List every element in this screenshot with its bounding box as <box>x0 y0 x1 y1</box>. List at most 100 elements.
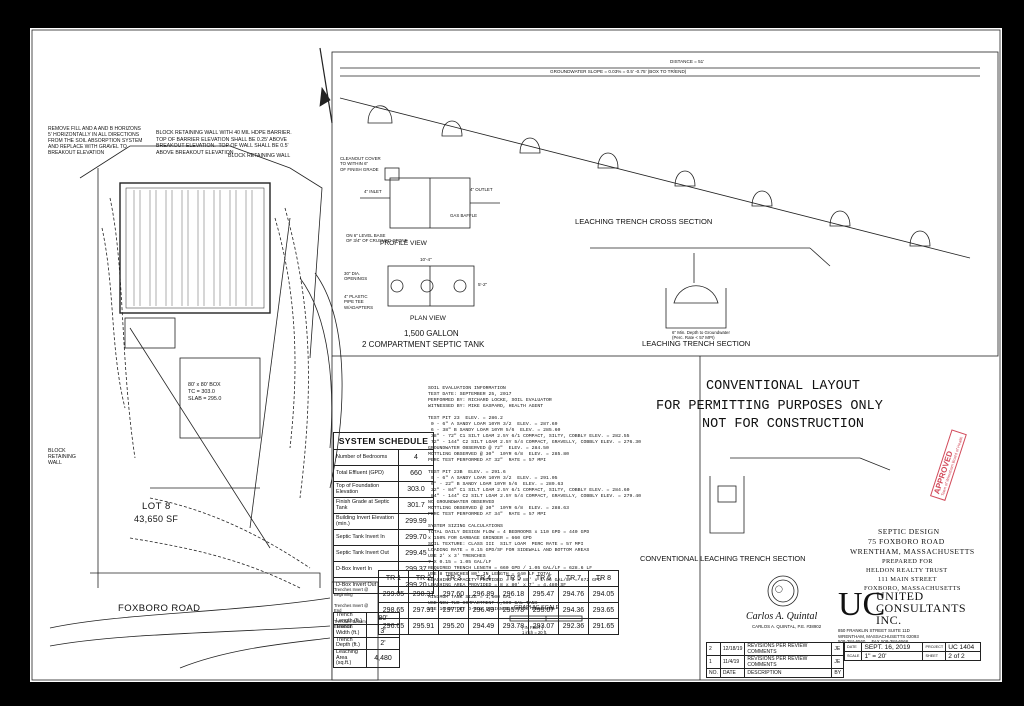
company-name-1: UNITED <box>876 589 924 603</box>
plastic-tee-label: 4" PLASTIC PIPE TEE W/ADAPTERS <box>344 294 374 310</box>
trench-cell: 299.05 <box>378 586 409 603</box>
graphic-scale-label: GRAPHIC SCALE <box>514 605 560 611</box>
septic-design-line-5: HELDON REALTY TRUST <box>866 567 948 574</box>
septic-design-line-3: WRENTHAM, MASSACHUSETTS <box>850 547 975 556</box>
trench-cell: 296.18 <box>498 586 529 603</box>
title-block-table: DATE SEPT. 16, 2019 PROJECT UC 1404 SCAL… <box>843 642 982 661</box>
schedule-value: 4 <box>398 449 434 466</box>
trench-cell: 294.76 <box>558 586 589 603</box>
graphic-scale-note: ( IN FEET ) 1 inch = 20 ft. <box>522 625 548 636</box>
inlet-label: 4" INLET <box>364 189 382 194</box>
trench-cell: 292.36 <box>558 618 589 635</box>
trench-cell: 293.65 <box>588 602 619 619</box>
signer-name: CARLOS A. QUINTAL, P.E. #38902 <box>752 624 822 629</box>
scale-value: 1" = 20' <box>861 651 924 661</box>
trench-header: TR 4 <box>468 570 499 587</box>
trench-header: TR 7 <box>558 570 589 587</box>
distance-label: DISTANCE = 51' <box>670 59 705 64</box>
schedule-label: Top of Foundation Elevation <box>333 481 399 498</box>
company-name-2: CONSULTANTS <box>876 601 967 615</box>
revision-by: BY <box>831 668 845 678</box>
project-value: UC 1404 <box>945 642 982 652</box>
revision-no: 2 <box>706 642 721 656</box>
schedule-label: Trench Width (ft.) <box>333 624 367 638</box>
schedule-value: 4,480 <box>366 649 400 669</box>
project-label: PROJECT <box>922 642 947 652</box>
outlet-label: 4" OUTLET <box>470 187 493 192</box>
date-label: DATE <box>843 642 863 652</box>
plan-sheet: REMOVE FILL AND A AND B HORIZONS 5' HORI… <box>30 28 1002 682</box>
schedule-label: Leaching Area (sq.ft.) <box>333 649 367 669</box>
schedule-value: 299.99 <box>398 513 434 530</box>
tank-capacity-label: 1,500 GALLON <box>404 329 459 338</box>
schedule-label: Septic Tank Invert Out <box>333 545 399 562</box>
trench-cell: 294.49 <box>468 618 499 635</box>
title-line-2: FOR PERMITTING PURPOSES ONLY <box>656 399 883 414</box>
trench-cell: 296.49 <box>468 602 499 619</box>
trench-header: TR 8 <box>588 570 619 587</box>
schedule-value: 660 <box>398 465 434 482</box>
trench-cell: 295.91 <box>408 618 439 635</box>
scale-label: SCALE <box>843 651 863 661</box>
schedule-label: Building Invert Elevation (min.) <box>333 513 399 530</box>
trench-cell: 297.91 <box>408 602 439 619</box>
company-address: 850 FRANKLIN STREET SUITE 11D WRENTHAM, … <box>838 628 919 644</box>
stone-label: ON 6" LEVEL BASE OF 3/4" OF CRUSHED STON… <box>346 233 408 244</box>
trench-cell: 295.47 <box>528 586 559 603</box>
groundwater-slope-label: GROUNDWATER SLOPE = 0.03% = 0.5' -0.75' … <box>550 69 687 74</box>
septic-design-line-4: PREPARED FOR <box>882 558 933 565</box>
sheet-label: SHEET <box>922 651 947 661</box>
leaching-cross-section-label: LEACHING TRENCH CROSS SECTION <box>575 217 713 226</box>
title-line-1: CONVENTIONAL LAYOUT <box>706 379 860 394</box>
trench-header: TR 1 <box>378 570 409 587</box>
schedule-value: 80' <box>366 611 400 626</box>
revision-no: NO. <box>706 668 721 678</box>
schedule-value: 3' <box>366 624 400 638</box>
block-wall-label: BLOCK RETAINING WALL <box>228 153 291 159</box>
lot-name: LOT 8 <box>142 501 171 512</box>
revision-no: 1 <box>706 655 721 669</box>
leaching-section-label: LEACHING TRENCH SECTION <box>642 339 751 348</box>
revision-desc: REVISIONS PER REVIEW COMMENTS <box>744 642 833 656</box>
revision-desc: REVISIONS PER REVIEW COMMENTS <box>744 655 833 669</box>
title-line-3: NOT FOR CONSTRUCTION <box>702 417 865 432</box>
dim-5-2: 5'-2" <box>478 282 488 287</box>
trench-cell: 294.05 <box>588 586 619 603</box>
trench-cell: 291.65 <box>588 618 619 635</box>
septic-design-line-1: SEPTIC DESIGN <box>878 527 940 536</box>
schedule-label: Finish Grade at Septic Tank <box>333 497 399 514</box>
trench-row-label: Trenches Invert @ Beginning <box>334 587 369 597</box>
trench-cell: 296.89 <box>468 586 499 603</box>
fill-note: REMOVE FILL AND A AND B HORIZONS 5' HORI… <box>48 126 143 156</box>
system-schedule-lower-table: Trench Length (ft.)80' Trench Width (ft.… <box>333 611 400 669</box>
block-wall-left-label: BLOCK RETAINING WALL <box>48 448 76 467</box>
trench-header: TR 6 <box>528 570 559 587</box>
trench-header: TR 3 <box>438 570 469 587</box>
company-name-3: INC. <box>876 613 902 627</box>
trench-header: TR 2 <box>408 570 439 587</box>
trench-elevation-table: TR 1 TR 2 TR 3 TR 4 TR 5 TR 6 TR 7 TR 8 … <box>378 570 619 635</box>
pe-seal-icon: ◯ <box>775 586 783 593</box>
revision-by: JE <box>831 655 845 669</box>
dim-10-4: 10'-4" <box>420 257 432 262</box>
house-box-label: 80' x 80' BOX TC = 303.0 SLAB = 295.0 <box>188 382 222 402</box>
schedule-value: 303.0 <box>398 481 434 498</box>
plan-view-label: PLAN VIEW <box>410 315 446 322</box>
schedule-label: Trench Depth (ft.) <box>333 636 367 651</box>
schedule-value: 299.45 <box>398 545 434 562</box>
system-schedule-header: SYSTEM SCHEDULE <box>333 432 434 450</box>
signature: Carlos A. Quintal <box>746 611 818 622</box>
date-value: SEPT. 16, 2019 <box>861 642 924 652</box>
schedule-value: 2' <box>366 636 400 651</box>
trench-header: TR 5 <box>498 570 529 587</box>
lot-area: 43,650 SF <box>134 514 179 524</box>
schedule-label: Trench Length (ft.) <box>333 611 367 626</box>
conventional-leaching-section-label: CONVENTIONAL LEACHING TRENCH SECTION <box>640 554 806 563</box>
wall-note: BLOCK RETAINING WALL WITH 40 MIL HDPE BA… <box>156 130 292 156</box>
trench-cell: 294.36 <box>558 602 589 619</box>
trench-cell: 297.20 <box>438 602 469 619</box>
trench-cell: 298.31 <box>408 586 439 603</box>
schedule-value: 301.7 <box>398 497 434 514</box>
profile-view-label: PROFILE VIEW <box>380 240 427 247</box>
manhole-label: 30" DIA. OPENINGS <box>344 271 368 282</box>
